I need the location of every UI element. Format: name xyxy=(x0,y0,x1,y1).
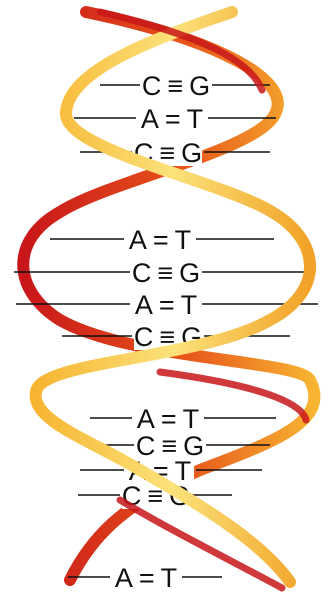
base-pair-label-bg xyxy=(112,563,180,591)
base-pair-label-bg xyxy=(136,431,204,459)
base-left: A xyxy=(135,290,153,320)
base-pair-label-bg xyxy=(132,290,200,318)
bond-symbol: ≡ xyxy=(161,431,177,461)
base-right: G xyxy=(189,71,210,101)
base-right: G xyxy=(183,431,204,461)
base-pair-label-bg xyxy=(126,225,194,253)
base-pair-label: A=T xyxy=(135,290,197,320)
bond-symbol: = xyxy=(159,290,175,320)
bond-symbol: ≡ xyxy=(157,258,173,288)
base-pair-label: A=T xyxy=(115,563,177,593)
base-pair-label: A=T xyxy=(137,404,199,434)
bond-symbol: ≡ xyxy=(159,138,175,168)
bond-symbol: ≡ xyxy=(167,71,183,101)
helix-strand-accent xyxy=(116,496,286,592)
bond-symbol: ≡ xyxy=(159,322,175,352)
base-right: T xyxy=(181,290,198,320)
base-pair-label: A=T xyxy=(141,104,203,134)
bond-symbol: = xyxy=(165,104,181,134)
base-pair-rungs: C≡GA=TC≡GA=TC≡GA=TC≡GA=TC≡GA=TC≡GA=T xyxy=(14,71,318,593)
base-right: T xyxy=(175,456,192,486)
base-left: C xyxy=(134,322,154,352)
base-left: A xyxy=(115,563,133,593)
base-left: C xyxy=(132,258,152,288)
bond-symbol: = xyxy=(161,404,177,434)
base-pair-label: C≡G xyxy=(136,431,204,461)
base-right: T xyxy=(183,404,200,434)
helix-strand-accent xyxy=(156,368,310,424)
bond-symbol: = xyxy=(153,225,169,255)
base-right: T xyxy=(175,225,192,255)
bond-symbol: ≡ xyxy=(147,481,163,511)
base-pair-label-bg xyxy=(132,258,200,286)
base-pair-label: A=T xyxy=(129,225,191,255)
base-left: A xyxy=(129,225,147,255)
base-pair-label: C≡G xyxy=(142,71,210,101)
base-pair-label-bg xyxy=(138,104,206,132)
base-pair-label: C≡G xyxy=(132,258,200,288)
base-left: A xyxy=(137,404,155,434)
base-left: A xyxy=(141,104,159,134)
base-left: C xyxy=(142,71,162,101)
bond-symbol: = xyxy=(139,563,155,593)
base-right: T xyxy=(187,104,204,134)
helix-strand-front xyxy=(29,6,316,588)
base-pair-label-bg xyxy=(134,404,202,432)
base-left: C xyxy=(136,431,156,461)
base-right: G xyxy=(179,258,200,288)
base-pair-label-bg xyxy=(142,71,210,99)
helix-strand-accent xyxy=(96,8,266,94)
base-right: G xyxy=(181,138,202,168)
base-right: T xyxy=(161,563,178,593)
